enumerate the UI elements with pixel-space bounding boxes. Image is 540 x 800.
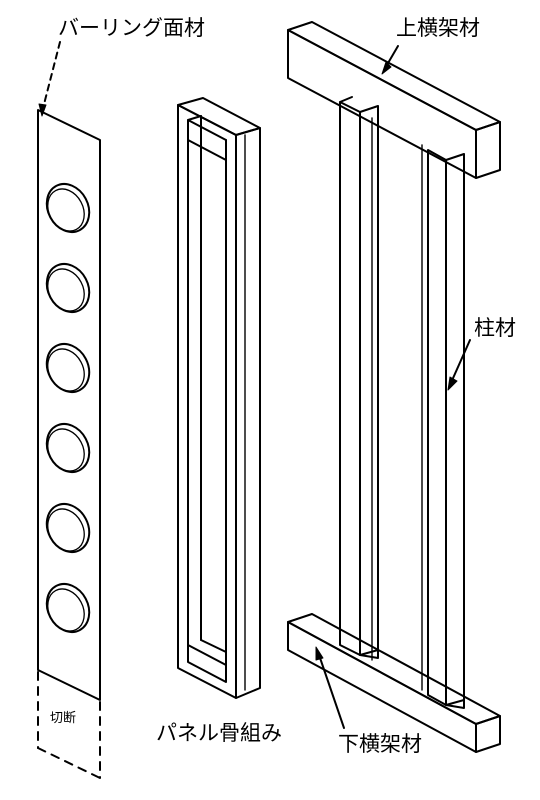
burring-holes: [45, 183, 91, 633]
bottom-rail: [287, 613, 501, 753]
top-rail-leader: [381, 45, 399, 75]
burring-panel: [37, 109, 101, 779]
burring-hole: [45, 343, 91, 393]
burring-panel-outline: [37, 109, 101, 701]
burring-hole: [45, 503, 91, 553]
panel-frame: [177, 97, 261, 699]
right-column: [427, 149, 465, 709]
burring-hole: [45, 183, 91, 233]
label-top-rail: 上横架材: [396, 16, 480, 40]
burring-hole: [45, 583, 91, 633]
burring-hole: [45, 263, 91, 313]
label-panel-frame: パネル骨組み: [156, 721, 282, 745]
burring-hole: [45, 423, 91, 473]
bottom-rail-leader: [315, 646, 345, 729]
label-bottom-rail: 下横架材: [338, 732, 422, 756]
burring-panel-leader: [38, 41, 61, 117]
cut-extension: [37, 671, 101, 779]
column-frame: [287, 21, 501, 753]
label-column: 柱材: [474, 316, 516, 340]
label-burring-panel: バーリング面材: [58, 16, 205, 40]
column-leader: [447, 339, 471, 391]
top-rail: [287, 21, 501, 179]
label-cut: 切断: [50, 711, 77, 726]
